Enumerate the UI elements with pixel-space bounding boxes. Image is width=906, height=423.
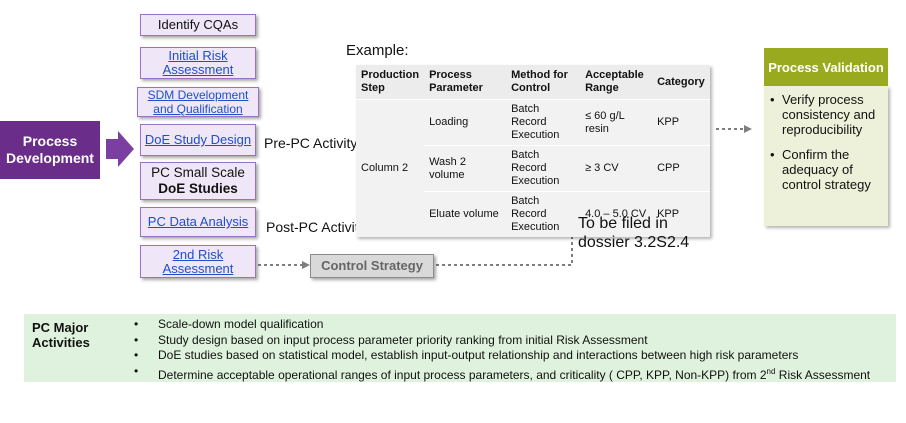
list-item: • Scale-down model qualification [134, 317, 870, 333]
process-development-box: Process Development [0, 121, 100, 179]
cell-range: 4.0 – 5.0 CV [580, 191, 653, 237]
step-initial-risk-assessment[interactable]: Initial Risk Assessment [140, 47, 256, 79]
activity-text-sup: nd [766, 366, 776, 376]
table-row: Wash 2 volume Batch Record Execution ≥ 3… [356, 145, 710, 192]
process-development-label: Process Development [6, 133, 94, 166]
list-item: • DoE studies based on statistical model,… [134, 348, 870, 364]
table-to-validation-arrowhead [744, 125, 752, 133]
cell-method: Batch Record Execution [506, 99, 581, 146]
header-production-step: Production Step [356, 65, 425, 100]
validation-item: • Verify process consistency and reprodu… [770, 92, 882, 137]
table-row: Column 2 Loading Batch Record Execution … [356, 99, 710, 237]
bullet-icon: • [770, 92, 775, 107]
step-label-line1: PC Small Scale [151, 165, 245, 180]
cell-method: Batch Record Execution [506, 145, 581, 192]
post-pc-activity-label: Post-PC Activity [266, 219, 366, 235]
cell-parameter: Wash 2 volume [424, 145, 507, 192]
risk-to-control-arrowhead [302, 261, 310, 269]
step-link-label[interactable]: SDM Development and Qualification [147, 88, 249, 116]
header-method-for-control: Method for Control [506, 65, 581, 100]
list-item: • Study design based on input process par… [134, 333, 870, 349]
bullet-icon: • [770, 147, 775, 162]
step-identify-cqas: Identify CQAs [140, 14, 256, 36]
step-link-label[interactable]: PC Data Analysis [147, 214, 249, 229]
cell-range: ≤ 60 g/L resin [580, 99, 653, 146]
example-table: Production Step Process Parameter Method… [356, 65, 710, 237]
activity-text-post: Risk Assessment [775, 367, 871, 382]
bullet-icon: • [134, 363, 139, 378]
control-strategy-label: Control Strategy [321, 258, 423, 273]
step-label-line2: DoE Studies [158, 181, 238, 196]
cell-category: KPP [652, 99, 710, 146]
table-header-row: Production Step Process Parameter Method… [356, 65, 710, 100]
header-category: Category [652, 65, 710, 100]
step-link-label[interactable]: 2nd Risk Assessment [162, 246, 234, 276]
activity-text: Determine acceptable operational ranges … [158, 364, 870, 384]
process-validation-body: • Verify process consistency and reprodu… [764, 86, 888, 226]
validation-item: • Confirm the adequacy of control strate… [770, 147, 882, 192]
cell-range: ≥ 3 CV [580, 145, 653, 192]
step-2nd-risk-assessment[interactable]: 2nd Risk Assessment [140, 245, 256, 278]
step-link-label[interactable]: Initial Risk Assessment [162, 48, 234, 77]
step-link-label[interactable]: DoE Study Design [144, 132, 252, 147]
table-row: Eluate volume Batch Record Execution 4.0… [356, 191, 710, 237]
bullet-icon: • [134, 348, 139, 362]
step-sdm-development[interactable]: SDM Development and Qualification [137, 87, 259, 117]
header-process-parameter: Process Parameter [424, 65, 507, 100]
dossier-note-line2: dossier 3.2S2.4 [578, 234, 690, 251]
example-label: Example: [346, 42, 409, 59]
step-doe-study-design[interactable]: DoE Study Design [140, 124, 256, 156]
control-strategy-box: Control Strategy [310, 254, 434, 278]
cell-method: Batch Record Execution [506, 191, 581, 237]
step-label: Identify CQAs [157, 17, 239, 32]
cell-parameter: Eluate volume [424, 191, 507, 237]
pc-major-activities-panel: PC Major Activities • Scale-down model qu… [24, 314, 896, 382]
activity-text: DoE studies based on statistical model, … [158, 348, 799, 362]
dossier-note-line1: To be filed in [578, 215, 668, 232]
process-validation-title: Process Validation [764, 48, 888, 86]
step-pc-small-scale-doe: PC Small Scale DoE Studies [140, 162, 256, 200]
bullet-icon: • [134, 332, 139, 347]
activity-text-pre: Determine acceptable operational ranges … [158, 367, 767, 382]
activity-text: Study design based on input process para… [158, 332, 648, 347]
pc-major-activities-list: • Scale-down model qualification • Study d… [134, 317, 870, 383]
pc-major-activities-title: PC Major Activities [32, 320, 90, 350]
activity-text: Scale-down model qualification [158, 317, 324, 331]
header-acceptable-range: Acceptable Range [580, 65, 653, 100]
process-arrow [106, 131, 134, 167]
validation-item-text: Verify process consistency and reproduci… [782, 92, 876, 137]
validation-item-text: Confirm the adequacy of control strategy [782, 147, 871, 192]
cell-parameter: Loading [424, 99, 507, 146]
pre-pc-activity-label: Pre-PC Activity [264, 135, 358, 151]
dossier-note: To be filed in dossier 3.2S2.4 [578, 214, 689, 252]
list-item: • Determine acceptable operational ranges… [134, 364, 870, 384]
cell-category: CPP [652, 145, 710, 192]
cell-production-step: Column 2 [356, 99, 425, 237]
bullet-icon: • [134, 317, 139, 331]
step-pc-data-analysis[interactable]: PC Data Analysis [140, 207, 256, 237]
cell-category: KPP [652, 191, 710, 237]
